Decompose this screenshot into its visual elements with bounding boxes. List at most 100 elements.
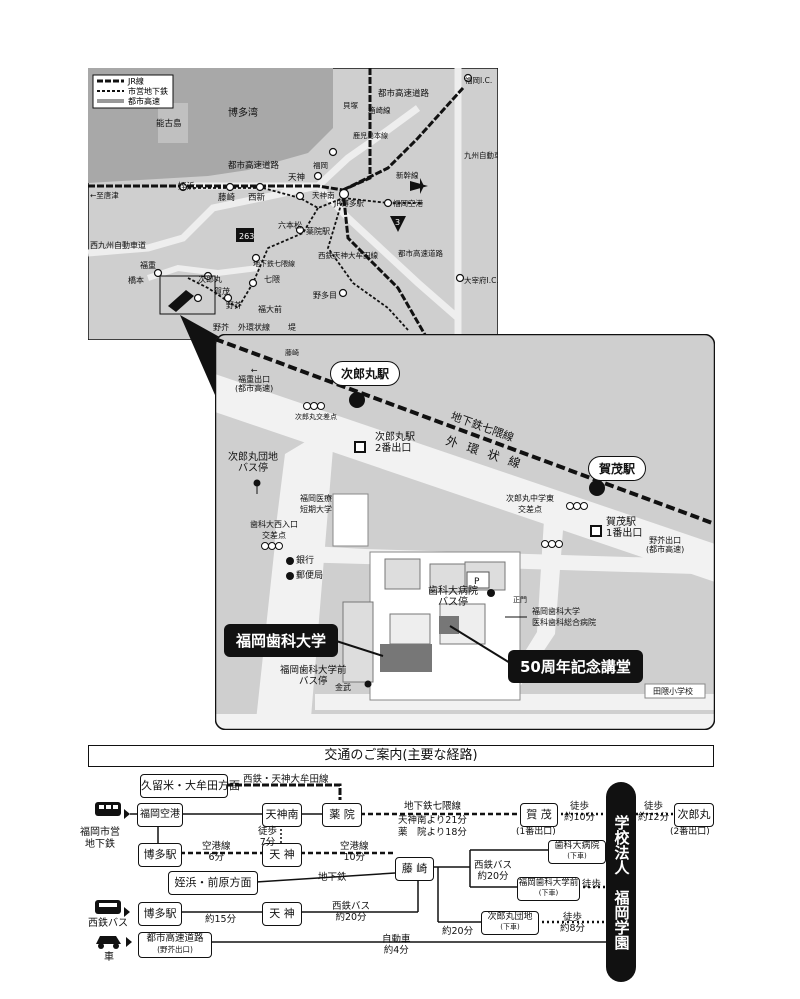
memorial-hall-building (439, 616, 459, 634)
svg-text:263: 263 (239, 232, 254, 241)
box-tenjin-bus: 天 神 (262, 902, 302, 926)
jr-line-north (342, 86, 465, 192)
location-frame (159, 275, 216, 315)
legend-expressway: 都市高速 (128, 96, 160, 106)
station-markers (153, 73, 473, 303)
kamo-station-label: 賀茂駅 (588, 456, 647, 481)
text-from-yakuin: 薬 院より18分 (398, 827, 467, 838)
overview-map: JR線 市営地下鉄 都市高速 263 3 博多湾 能古島 都市高速道路 都市高速… (88, 68, 498, 340)
box-hakata-bus: 博多駅 (138, 902, 182, 926)
svg-text:田隈小学校: 田隈小学校 (653, 686, 693, 696)
svg-text:金武: 金武 (335, 682, 351, 692)
route-guide-title: 交通のご案内(主要な経路) (88, 745, 714, 767)
university-bus-label: 福岡歯科大学前 バス停 (280, 665, 347, 687)
svg-text:姪浜: 姪浜 (178, 181, 196, 192)
tanki-daigaku-label: 福岡医療 短期大学 (300, 494, 332, 514)
box-kurume: 久留米・大牟田方面 (140, 774, 240, 798)
post-office-label: 郵便局 (296, 571, 324, 581)
svg-text:JR博多駅: JR博多駅 (333, 198, 364, 208)
svg-text:六本松: 六本松 (278, 220, 302, 230)
text-walk-7: 徒歩 7分 (258, 826, 278, 848)
svg-text:福岡空港: 福岡空港 (393, 198, 423, 208)
svg-text:野芥: 野芥 (213, 323, 229, 332)
jirohmaru-station-label: 次郎丸駅 (330, 361, 401, 386)
text-jirohmaru-walk: 徒歩 約12分 (638, 801, 670, 823)
point-markers (253, 479, 495, 688)
university-marker (168, 290, 194, 312)
jirohmaru-exit-label: 次郎丸駅 2番出口 (375, 432, 415, 454)
text-nishitetsu-bus: 西鉄バス 約20分 (332, 901, 371, 923)
box-fujisaki: 藤 崎 (395, 857, 434, 881)
box-jirohmaru: 次郎丸 (674, 803, 714, 827)
box-meinohama: 姪浜・前原方面 (168, 871, 258, 895)
svg-text:正門: 正門 (513, 596, 527, 604)
text-subway-label: 地下鉄 (318, 872, 347, 883)
noke-exit-label: 野芥出口 (都市高速) (646, 536, 685, 554)
svg-text:次郎丸交差点: 次郎丸交差点 (295, 412, 337, 421)
svg-text:地下鉄七隈線: 地下鉄七隈線 (253, 259, 295, 268)
svg-text:藤崎: 藤崎 (285, 348, 299, 357)
university-building (380, 644, 432, 672)
bus-icon (95, 900, 130, 917)
text-walk-8: 徒歩 約8分 (560, 912, 586, 934)
box-tenjin-minami: 天神南 (262, 803, 302, 827)
svg-text:堤: 堤 (288, 322, 296, 332)
nanakuma-subway-line (215, 337, 715, 526)
text-airport-line-1: 空港線 6分 (202, 841, 231, 863)
box-hakata-subway: 博多駅 (138, 843, 182, 867)
legend-subway: 市営地下鉄 (128, 86, 168, 96)
svg-text:藤崎: 藤崎 (218, 192, 236, 203)
box-jirohmaru-danchi: 次郎丸団地 (下車) (481, 911, 539, 935)
school-label: 学校法人 福岡学園 (606, 782, 636, 982)
jirohmaru-station-marker (349, 392, 365, 408)
traffic-signals (261, 402, 588, 550)
svg-text:七隈: 七隈 (264, 275, 280, 284)
legend-jr: JR線 (127, 76, 144, 86)
jr-line-west (88, 184, 344, 192)
svg-text:都市高速道路: 都市高速道路 (398, 248, 443, 258)
route-3-shield (390, 216, 406, 232)
svg-text:天神: 天神 (288, 172, 305, 183)
jirohmaru-chugakko-label: 次郎丸中学東 交差点 (506, 494, 554, 514)
text-bus-20: 西鉄バス 約20分 (474, 860, 513, 882)
bus-mode-label: 西鉄バス (88, 918, 128, 929)
fukushige-exit-label: ← 福重出口 (都市高速) (235, 366, 274, 393)
shika-hospital-bus-label: 歯科大病院 バス停 (428, 586, 478, 608)
kamo-station-marker (589, 480, 605, 496)
svg-text:次郎丸: 次郎丸 (198, 274, 222, 284)
box-yakuin: 薬 院 (322, 803, 362, 827)
exit-2-marker (354, 441, 366, 453)
svg-text:福重: 福重 (140, 260, 156, 270)
text-walk: 徒歩 (582, 879, 602, 890)
svg-text:3: 3 (395, 218, 400, 227)
kamo-exit-label: 賀茂駅 1番出口 (606, 517, 643, 539)
svg-text:野芥: 野芥 (226, 301, 242, 310)
svg-text:大宰府I.C.: 大宰府I.C. (464, 275, 498, 285)
university-label: 福岡歯科大学 (224, 624, 339, 657)
svg-text:福大前: 福大前 (258, 304, 282, 314)
exit-1-marker (590, 525, 602, 537)
svg-text:都市高速道路: 都市高速道路 (228, 160, 280, 171)
parking-icon: P (474, 577, 480, 587)
svg-text:薬院駅: 薬院駅 (306, 226, 330, 236)
svg-text:野多目: 野多目 (313, 290, 337, 300)
bank-label: 銀行 (296, 556, 315, 566)
callout-pointer (180, 315, 225, 395)
svg-text:福岡: 福岡 (313, 161, 328, 170)
svg-text:西九州自動車道: 西九州自動車道 (90, 240, 146, 250)
svg-text:西鉄天神大牟田線: 西鉄天神大牟田線 (318, 250, 378, 260)
text-from-tenjin-minami: 天神南より21分 (398, 815, 467, 826)
box-kamo: 賀 茂 (520, 803, 558, 827)
memorial-hall-label: 50周年記念講堂 (508, 650, 643, 683)
svg-text:博多湾: 博多湾 (228, 106, 258, 119)
route-lines (95, 783, 674, 949)
box-tenjin-subway: 天 神 (262, 843, 302, 867)
svg-text:鹿児島本線: 鹿児島本線 (353, 131, 388, 140)
box-fukuoka-airport: 福岡空港 (137, 803, 183, 827)
text-bus-20b: 約20分 (442, 926, 474, 937)
subway-mode-label: 福岡市営 地下鉄 (80, 827, 120, 850)
text-kamo-exit: (1番出口) (516, 827, 556, 837)
box-university-stop: 福岡歯科大学前 (下車) (517, 877, 580, 901)
text-bus-15: 約15分 (205, 914, 237, 925)
box-hospital-stop: 歯科大病院 (下車) (548, 840, 606, 864)
